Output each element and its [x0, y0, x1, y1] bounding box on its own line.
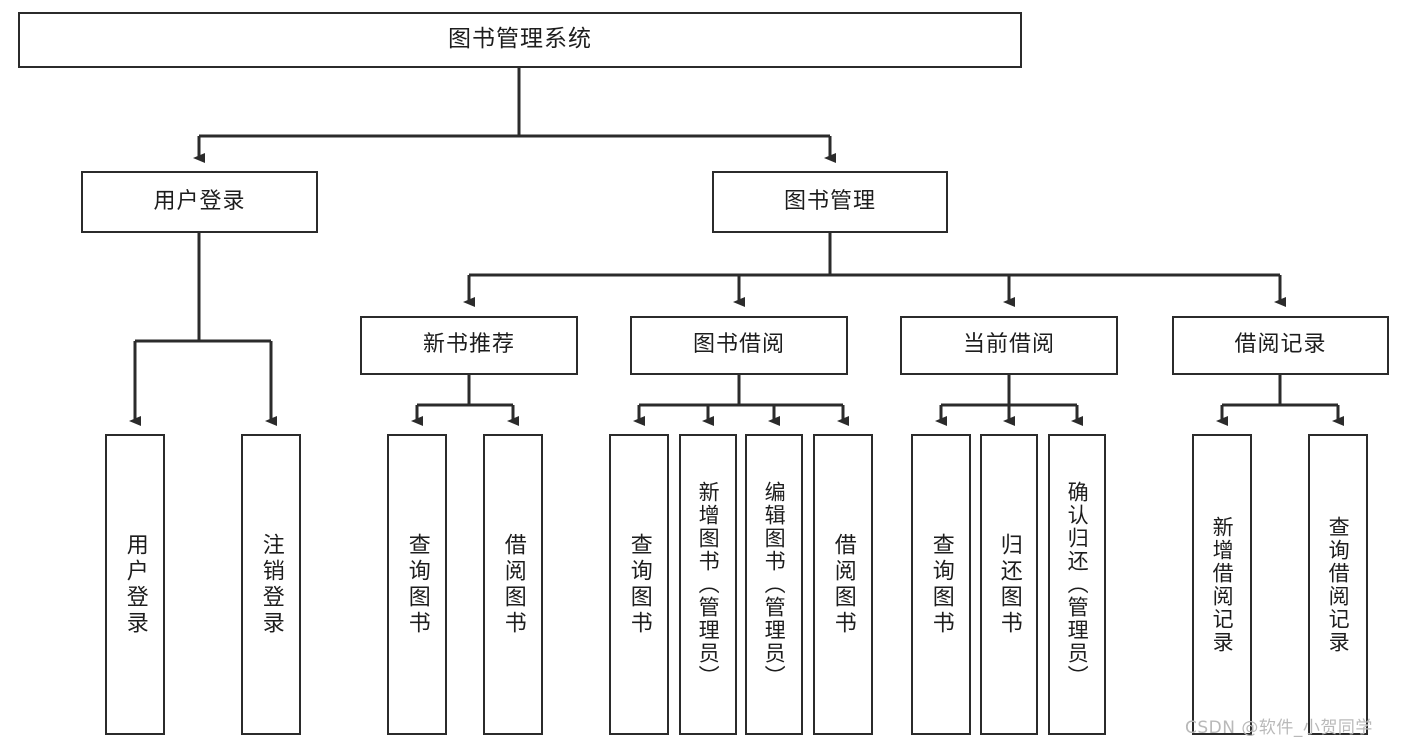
node-root-book-management-system[interactable]: 图书管理系统	[18, 12, 1022, 68]
node-label: 新书推荐	[422, 332, 515, 358]
node-user-login[interactable]: 用户登录	[81, 171, 318, 233]
node-label: 图书借阅	[692, 332, 785, 358]
node-label: 确认归还（管理员）	[1065, 481, 1090, 688]
watermark-text: CSDN @软件_小贺同学	[1185, 718, 1373, 738]
node-borrow-record[interactable]: 借阅记录	[1172, 316, 1389, 375]
node-label: 查询图书	[626, 532, 652, 637]
node-book-management[interactable]: 图书管理	[712, 171, 948, 233]
node-label: 归还图书	[996, 532, 1022, 637]
leaf-user-login[interactable]: 用户登录	[105, 434, 165, 735]
node-label: 新增借阅记录	[1210, 515, 1235, 654]
node-label: 查询图书	[928, 532, 954, 637]
leaf-query-book-current[interactable]: 查询图书	[911, 434, 971, 735]
node-label: 当前借阅	[962, 332, 1055, 358]
leaf-logout-login[interactable]: 注销登录	[241, 434, 301, 735]
node-label: 查询借阅记录	[1326, 515, 1351, 654]
leaf-borrow-book-recommend[interactable]: 借阅图书	[483, 434, 543, 735]
leaf-query-book-borrow[interactable]: 查询图书	[609, 434, 669, 735]
leaf-edit-book-admin[interactable]: 编辑图书（管理员）	[745, 434, 803, 735]
node-label: 借阅记录	[1234, 332, 1327, 358]
node-label: 图书管理	[783, 188, 876, 214]
node-book-borrow[interactable]: 图书借阅	[630, 316, 848, 375]
node-current-borrow[interactable]: 当前借阅	[900, 316, 1118, 375]
node-label: 图书管理系统	[448, 26, 592, 53]
leaf-query-book-recommend[interactable]: 查询图书	[387, 434, 447, 735]
node-label: 注销登录	[258, 532, 284, 637]
leaf-confirm-return-admin[interactable]: 确认归还（管理员）	[1048, 434, 1106, 735]
node-label: 新增图书（管理员）	[696, 481, 721, 688]
node-label: 用户登录	[122, 532, 148, 637]
leaf-borrow-book[interactable]: 借阅图书	[813, 434, 873, 735]
leaf-add-book-admin[interactable]: 新增图书（管理员）	[679, 434, 737, 735]
node-label: 用户登录	[153, 188, 246, 214]
leaf-add-borrow-record[interactable]: 新增借阅记录	[1192, 434, 1252, 735]
leaf-return-book[interactable]: 归还图书	[980, 434, 1038, 735]
node-label: 编辑图书（管理员）	[762, 481, 787, 688]
leaf-query-borrow-record[interactable]: 查询借阅记录	[1308, 434, 1368, 735]
node-new-book-recommend[interactable]: 新书推荐	[360, 316, 578, 375]
node-label: 借阅图书	[500, 532, 526, 637]
node-label: 借阅图书	[830, 532, 856, 637]
node-label: 查询图书	[404, 532, 430, 637]
